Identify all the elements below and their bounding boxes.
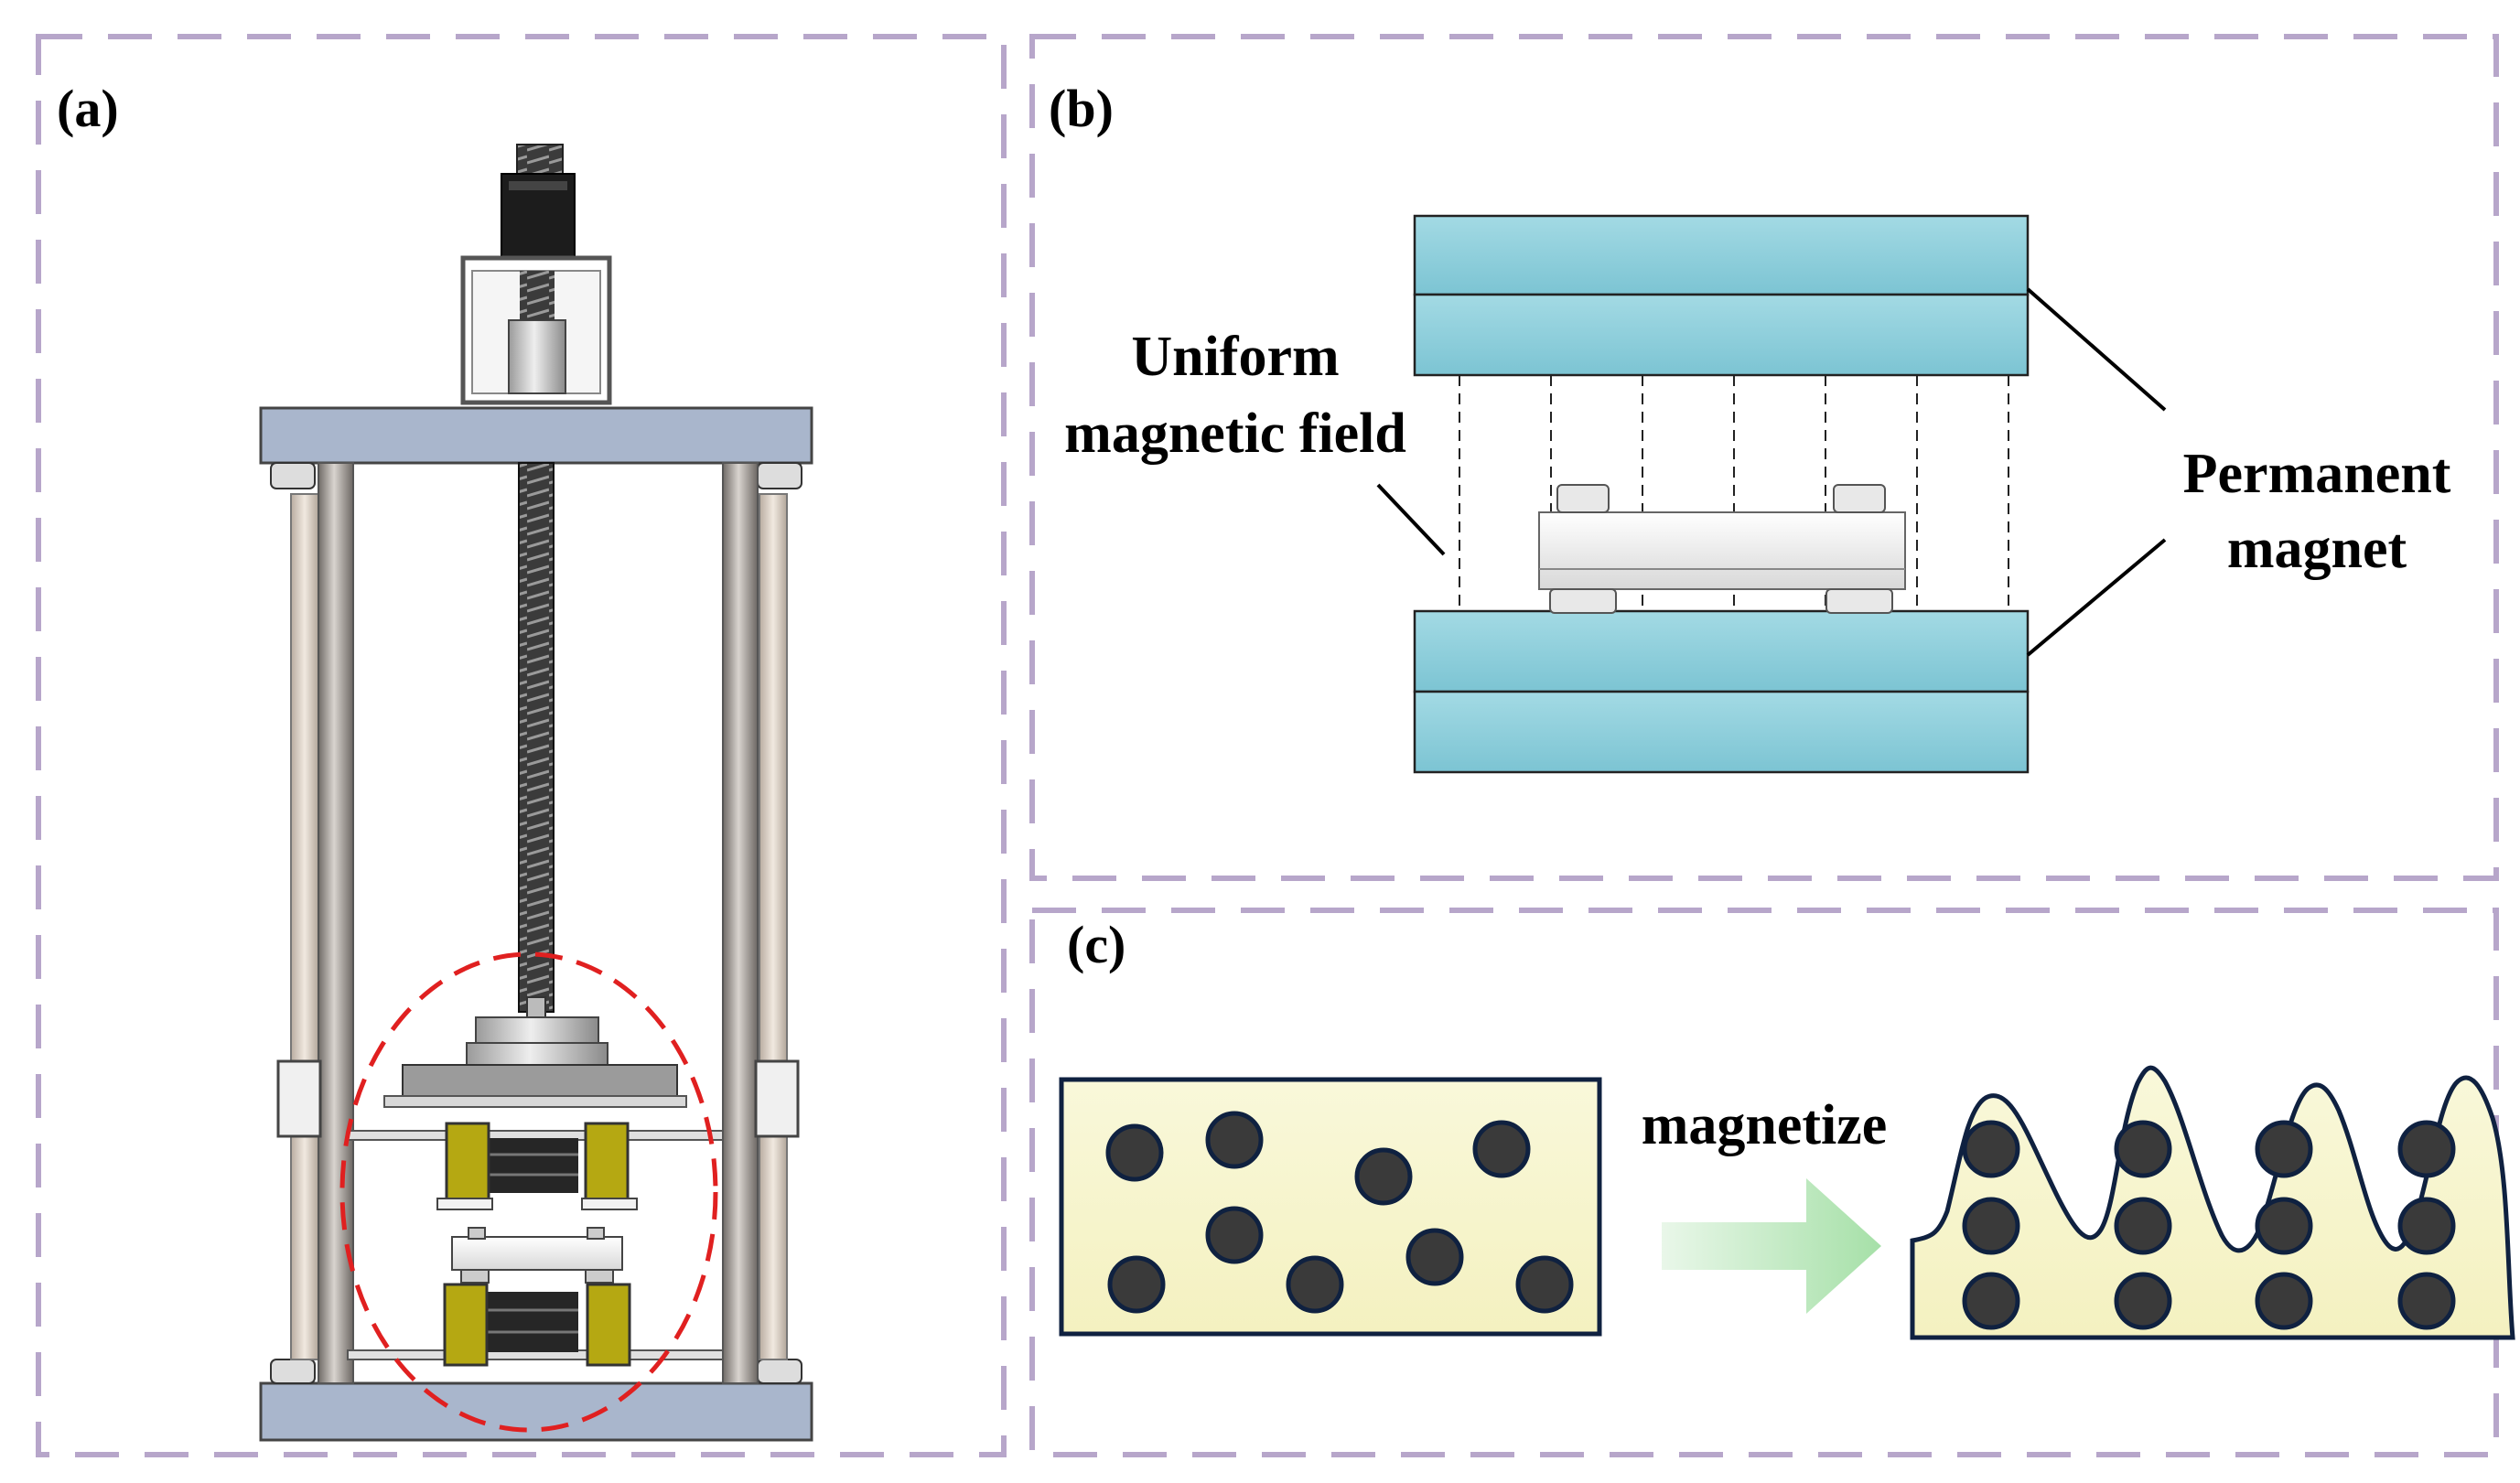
specimen bbox=[451, 1227, 623, 1284]
rear-rod-right bbox=[759, 493, 788, 1360]
panel-c-frame bbox=[1029, 908, 2499, 1457]
panel-b-frame bbox=[1029, 34, 2499, 881]
magnetize-label: magnetize bbox=[1642, 1094, 1888, 1156]
panel-c-label: (c) bbox=[1067, 915, 1125, 974]
front-rod-right bbox=[722, 462, 759, 1384]
unmagnetized-sample bbox=[1059, 1077, 1602, 1337]
field-leader bbox=[1376, 483, 1446, 556]
magnet-leader-bottom bbox=[2026, 538, 2167, 657]
stepper-motor bbox=[460, 144, 612, 405]
loading-apparatus bbox=[259, 144, 813, 1442]
front-rod-left bbox=[318, 462, 354, 1384]
highlight-circle bbox=[339, 951, 718, 1433]
specimen-in-field bbox=[1538, 484, 1906, 614]
upper-clamp bbox=[436, 1122, 638, 1210]
magnetized-sample bbox=[1910, 1065, 2515, 1340]
lead-screw bbox=[518, 462, 555, 1013]
magnetize-arrow bbox=[1662, 1178, 1881, 1314]
lower-clamp bbox=[443, 1283, 631, 1367]
panel-a-label: (a) bbox=[57, 79, 119, 138]
magnet-leader-top bbox=[2026, 287, 2167, 412]
top-magnet-lower bbox=[1413, 293, 2030, 377]
magnet-setup bbox=[1413, 214, 2030, 774]
crosshead bbox=[383, 1016, 687, 1108]
field-label-line1: Uniform bbox=[1131, 326, 1339, 388]
bottom-plate bbox=[259, 1381, 813, 1442]
field-lines bbox=[1459, 375, 2009, 611]
corner-nuts bbox=[270, 462, 802, 1384]
rear-rod-left bbox=[290, 493, 319, 1360]
top-plate bbox=[259, 406, 813, 465]
bottom-magnet-upper bbox=[1413, 609, 2030, 693]
field-label-line2: magnetic field bbox=[1064, 403, 1406, 465]
panel-a-frame bbox=[36, 34, 1007, 1457]
top-magnet-upper bbox=[1413, 214, 2030, 296]
bottom-magnet-lower bbox=[1413, 690, 2030, 774]
magnet-label-line2: magnet bbox=[2227, 518, 2407, 580]
panel-b-label: (b) bbox=[1049, 79, 1114, 138]
magnet-label-line1: Permanent bbox=[2183, 443, 2451, 505]
